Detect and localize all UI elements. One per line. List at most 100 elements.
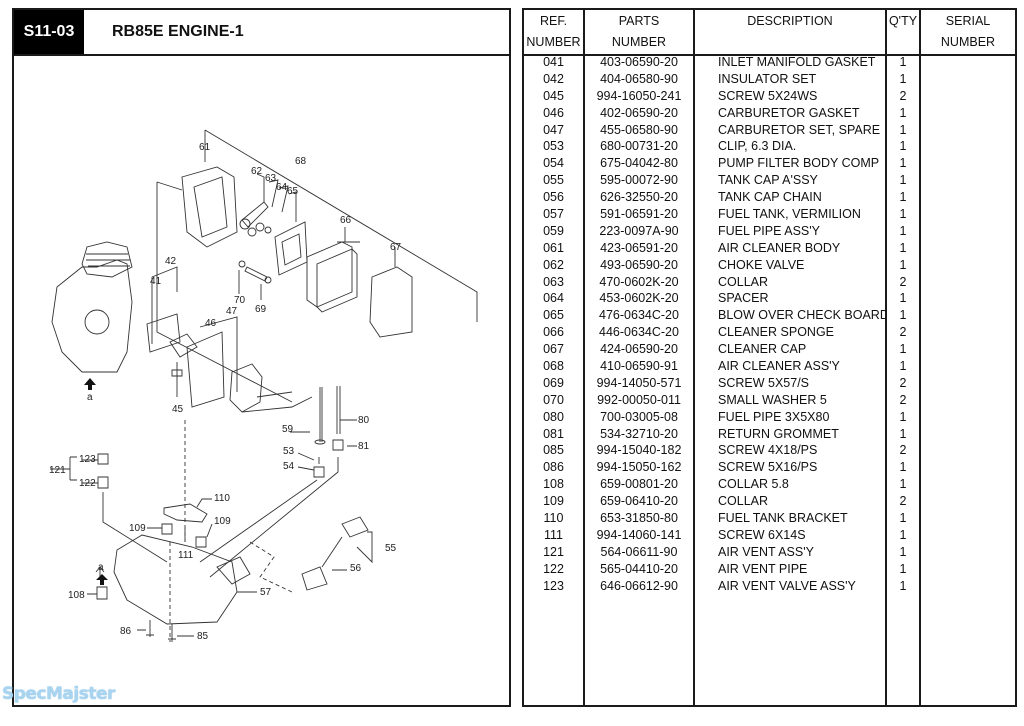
callout-label: 68 [295,156,307,167]
description-cell: COLLAR 5.8 [718,477,789,492]
description-cell: FUEL TANK, VERMILION [718,207,861,222]
qty-cell: 1 [899,308,907,323]
ref-cell: 066 [543,325,564,340]
header-line: DESCRIPTION [747,14,833,28]
description-cell: CARBURETOR GASKET [718,105,860,120]
callout-label: 61 [199,142,211,153]
ref-cell: 045 [543,88,564,103]
description-cell: COLLAR [718,274,769,289]
header-line: Q'TY [888,14,918,28]
ref-cell: 062 [543,257,564,272]
qty-cell: 1 [899,477,907,492]
callout-label: 47 [226,306,238,317]
fuel-tank-57 [113,534,238,625]
callout-label: 63 [265,173,277,184]
part-number-cell: 455-06580-90 [600,122,678,137]
qty-cell: 1 [899,527,907,542]
ref-cell: 055 [543,173,564,188]
engine-cylinder [81,241,133,278]
ref-cell: 042 [543,71,564,86]
qty-cell: 1 [899,291,907,306]
part-number-cell: 404-06580-90 [600,71,678,86]
return-grommet-81 [332,439,344,451]
ref-cell: 080 [543,409,564,424]
ref-cell: 108 [543,477,564,492]
description-cell: SPACER [718,291,769,306]
description-cell: BLOW OVER CHECK BOARD [718,308,886,323]
header-line: REF. [539,14,568,28]
diagram-panel: S11-03 RB85E ENGINE-1 [12,8,511,707]
callout-label: 54 [283,461,295,472]
callout-label: 109 [129,523,146,534]
part-number-cell: 659-06410-20 [600,494,678,509]
part-number-cell: 534-32710-20 [600,426,678,441]
part-number-cell: 591-06591-20 [600,207,678,222]
screw-45 [171,362,183,397]
description-cell: INSULATOR SET [718,71,817,86]
part-number-cell: 595-00072-90 [600,173,678,188]
part-number-cell: 493-06590-20 [600,257,678,272]
callout-label: 53 [283,446,295,457]
callout-label: 81 [358,441,370,452]
ref-cell: 059 [543,223,564,238]
callout-label: 65 [287,186,299,197]
callout-label: 70 [234,295,246,306]
inlet-manifold-gasket-41 [146,313,181,353]
callout-label: 64 [276,182,288,193]
qty-cell: 1 [899,561,907,576]
description-cell: TANK CAP CHAIN [718,190,822,205]
description-cell: TANK CAP A'SSY [718,173,818,188]
description-cell: SCREW 5X57/S [718,375,810,390]
ref-cell: 069 [543,375,564,390]
ref-cell: 086 [543,460,564,475]
qty-cell: 2 [899,325,907,340]
qty-cell: 1 [899,55,907,69]
ref-cell: 121 [543,544,564,559]
ref-cell: 065 [543,308,564,323]
qty-cell: 1 [899,156,907,171]
callout-label: 62 [251,166,263,177]
spacer-64 [264,226,272,234]
table-header: REF. NUMBER PARTS NUMBER DESCRIPTION Q'T… [524,10,1015,56]
part-number-cell: 994-15050-162 [596,460,682,475]
ref-cell: 046 [543,105,564,120]
part-number-cell: 423-06591-20 [600,240,678,255]
tank-cap-55 [341,516,369,538]
watermark-logo: SpecMajster [2,684,115,704]
qty-cell: 1 [899,359,907,374]
check-board-65 [274,221,308,276]
part-number-cell: 402-06590-20 [600,105,678,120]
callout-label: 41 [150,276,162,287]
header-serial-number: SERIAL NUMBER [921,10,1015,54]
ref-cell: 070 [543,392,564,407]
description-cell: PUMP FILTER BODY COMP [718,156,880,171]
screw-69 [244,266,268,282]
qty-cell: 1 [899,342,907,357]
ref-cell: 081 [543,426,564,441]
ref-cell: 067 [543,342,564,357]
fuel-tank-bracket-110 [163,503,208,523]
description-cell: AIR CLEANER ASS'Y [718,359,840,374]
callout-label: 59 [282,424,294,435]
qty-cell: 1 [899,257,907,272]
callout-label: 57 [260,587,272,598]
part-number-cell: 646-06612-90 [600,578,678,593]
